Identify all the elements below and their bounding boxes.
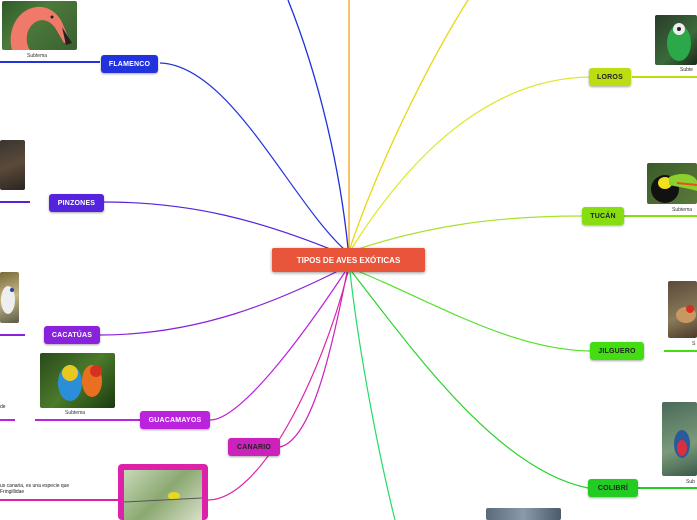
connector-canario: [279, 271, 348, 448]
node-loros-label: LOROS: [597, 73, 623, 81]
jilguero-subtopic[interactable]: S: [692, 341, 696, 347]
connector-bottom-green: [349, 271, 396, 520]
canario-desc-line2: Fringillidae: [0, 489, 25, 495]
goldfinch-photo[interactable]: [668, 281, 697, 338]
node-guacamayos[interactable]: GUACAMAYOS: [140, 411, 210, 429]
node-cacatuas[interactable]: CACATÚAS: [44, 326, 100, 344]
connector-pinzones: [103, 201, 341, 254]
connector-jilguero: [354, 269, 591, 352]
node-canario[interactable]: CANARIO: [228, 438, 280, 456]
node-pinzones[interactable]: PINZONES: [49, 194, 104, 212]
cockatoo-photo[interactable]: [0, 272, 19, 323]
flamingo-icon: [10, 6, 72, 50]
canario-desc-line1: us canaria, es una especie que: [0, 483, 70, 489]
tucan-subtopic[interactable]: Subtema: [672, 207, 693, 213]
connector-tucan: [354, 215, 583, 251]
node-colibri[interactable]: COLIBRÍ: [588, 479, 638, 497]
toucan-photo[interactable]: [647, 163, 697, 204]
loros-subtopic[interactable]: Subte: [680, 67, 694, 73]
finch-photo[interactable]: [0, 140, 25, 190]
connector-top-yellow: [349, 0, 469, 249]
flamingo-photo[interactable]: [2, 1, 77, 50]
connector-cacatuas: [99, 269, 341, 336]
node-canario-label: CANARIO: [236, 443, 272, 451]
flamenco-subtopic[interactable]: Subtema: [27, 53, 48, 59]
connector-flamenco: [159, 62, 346, 251]
left-fragment-text: de: [0, 404, 6, 410]
central-topic[interactable]: TIPOS DE AVES EXÓTICAS: [272, 248, 425, 272]
node-tucan[interactable]: TUCÁN: [582, 207, 624, 225]
bird-photo[interactable]: [486, 508, 561, 520]
node-jilguero-label: JILGUERO: [598, 347, 636, 355]
node-flamenco-label: FLAMENCO: [108, 60, 151, 68]
connector-loros: [351, 76, 591, 249]
macaw-photo[interactable]: [40, 353, 115, 408]
node-cacatuas-label: CACATÚAS: [51, 331, 93, 339]
node-colibri-label: COLIBRÍ: [597, 484, 629, 492]
connector-top-blue: [287, 0, 349, 249]
node-tucan-label: TUCÁN: [590, 212, 616, 220]
parrot-photo[interactable]: [655, 15, 697, 65]
node-loros[interactable]: LOROS: [589, 68, 631, 86]
node-pinzones-label: PINZONES: [57, 199, 96, 207]
node-flamenco[interactable]: FLAMENCO: [101, 55, 158, 73]
connector-guacamayos: [209, 271, 346, 421]
central-topic-label: TIPOS DE AVES EXÓTICAS: [296, 255, 401, 265]
connector-colibri: [351, 271, 589, 489]
canary-photo[interactable]: [118, 464, 208, 520]
hummingbird-photo[interactable]: [662, 402, 697, 476]
connector-canario-child: [207, 271, 349, 501]
guacamayos-subtopic[interactable]: Subtema: [65, 410, 86, 416]
colibri-subtopic[interactable]: Sub: [686, 479, 695, 485]
node-jilguero[interactable]: JILGUERO: [590, 342, 644, 360]
node-guacamayos-label: GUACAMAYOS: [148, 416, 202, 424]
